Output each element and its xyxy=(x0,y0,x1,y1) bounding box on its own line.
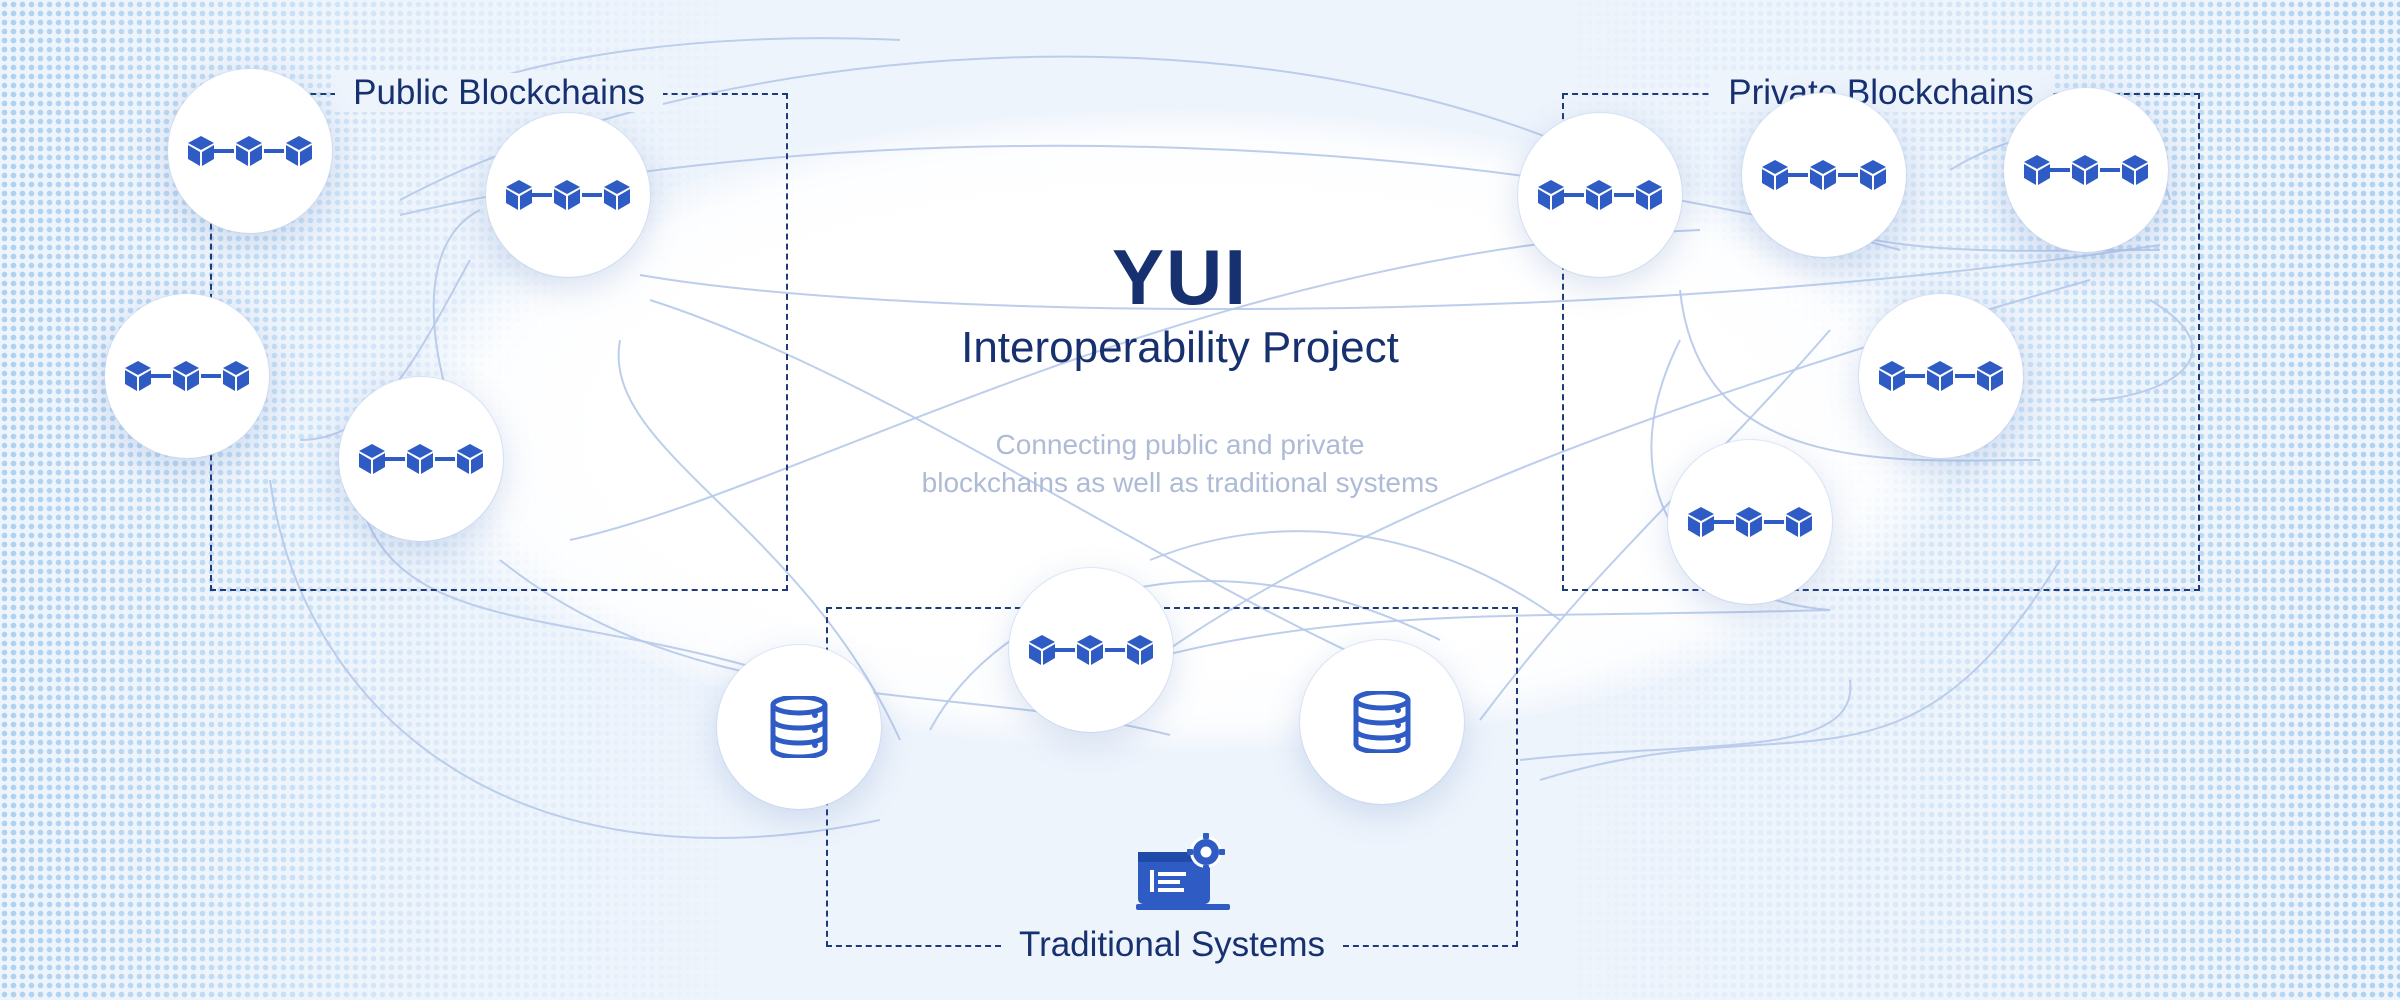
link-line xyxy=(1539,559,2061,781)
blockchain-node xyxy=(1009,568,1173,732)
database-node xyxy=(717,645,881,809)
database-icon xyxy=(1353,691,1411,753)
blockchain-node xyxy=(105,294,269,458)
blockchain-node xyxy=(168,69,332,233)
link-line xyxy=(269,479,881,839)
code-settings-icon xyxy=(1136,833,1230,910)
blockchain-icon xyxy=(1879,361,2003,391)
blockchain-icon xyxy=(1538,180,1662,210)
link-line xyxy=(1679,289,2041,462)
traditional-systems-group: Traditional Systems xyxy=(826,607,1518,964)
link-line xyxy=(639,244,2161,311)
blockchain-node xyxy=(1668,440,1832,604)
public-blockchains-group: Public Blockchains xyxy=(210,73,788,591)
blockchain-node xyxy=(2004,88,2168,252)
blockchain-icon xyxy=(2024,155,2148,185)
group-label-public: Public Blockchains xyxy=(212,73,786,113)
link-line xyxy=(617,339,901,741)
group-label-private: Private Blockchains xyxy=(1564,73,2198,113)
database-icon xyxy=(770,696,828,758)
project-tagline: Connecting public and private blockchain… xyxy=(780,426,1580,502)
tagline-line: blockchains as well as traditional syste… xyxy=(921,467,1439,498)
blockchain-node xyxy=(486,113,650,277)
group-label-traditional: Traditional Systems xyxy=(828,925,1516,965)
link-line xyxy=(1149,530,1561,621)
link-line xyxy=(1479,329,1831,721)
blockchain-icon xyxy=(506,180,630,210)
project-title: YUI xyxy=(1111,233,1249,321)
blockchain-node xyxy=(1859,294,2023,458)
blockchain-icon xyxy=(1762,160,1886,190)
blockchain-node xyxy=(1742,93,1906,257)
blockchain-node xyxy=(339,377,503,541)
blockchain-icon xyxy=(1688,507,1812,537)
private-blockchains-group: Private Blockchains xyxy=(1562,73,2200,591)
link-line xyxy=(1519,679,1852,761)
blockchain-node xyxy=(1518,113,1682,277)
blockchain-icon xyxy=(1029,635,1153,665)
blockchain-icon xyxy=(125,361,249,391)
tagline-line: Connecting public and private xyxy=(995,429,1365,460)
database-node xyxy=(1300,640,1464,804)
blockchain-icon xyxy=(359,444,483,474)
blockchain-icon xyxy=(188,136,312,166)
link-line xyxy=(569,229,1701,541)
project-subtitle: Interoperability Project xyxy=(961,323,1399,372)
link-line xyxy=(2089,299,2194,401)
center-glow xyxy=(400,110,1960,750)
